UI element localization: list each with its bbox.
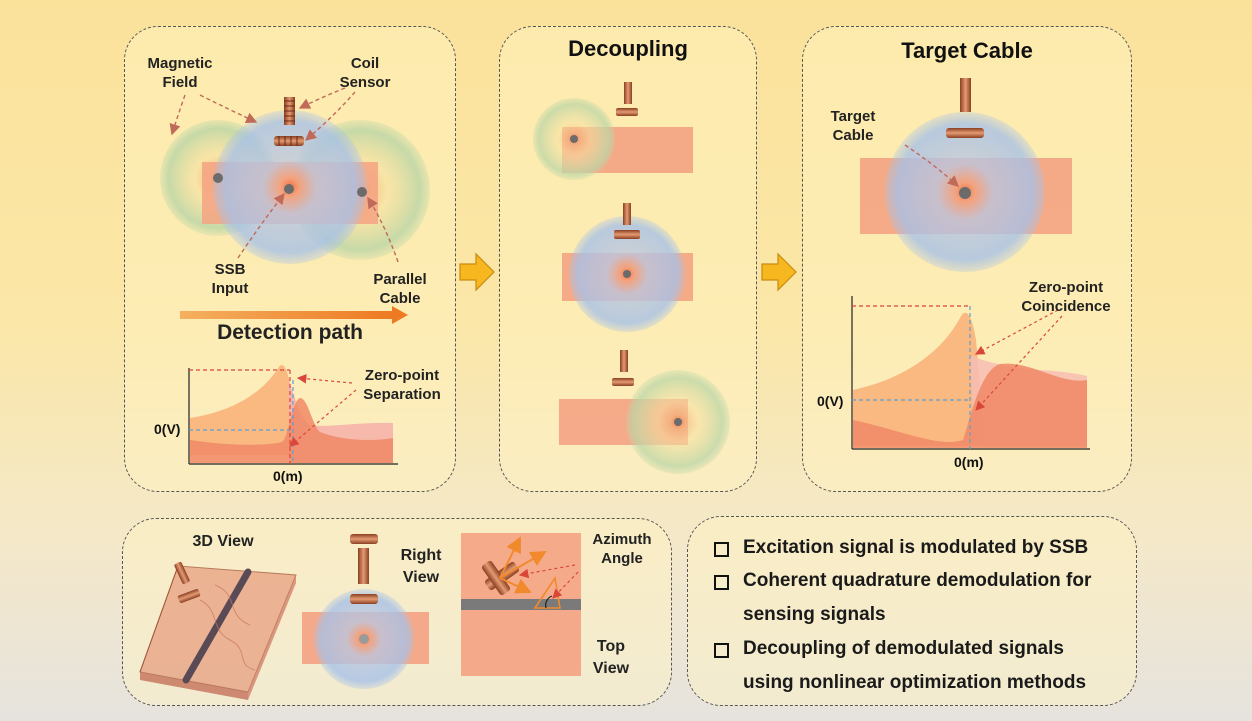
flow-arrow-1	[459, 252, 495, 292]
decoupling-title: Decoupling	[568, 36, 688, 61]
checkbox-icon	[714, 575, 729, 590]
coil-sensor-icon	[614, 203, 640, 239]
orange-signal-area	[190, 364, 306, 455]
coil-sensor-icon	[612, 350, 634, 386]
chart2-y-zero-label: 0(V)	[817, 393, 844, 409]
zero-point-coincidence-label: Zero-point Coincidence	[1021, 279, 1111, 315]
left-conductor	[213, 173, 223, 183]
3d-view-label: 3D View	[192, 533, 254, 550]
chart2-x-zero-label: 0(m)	[954, 454, 984, 470]
coincidence-chart	[851, 296, 1090, 450]
coil-sensor-icon	[946, 78, 984, 138]
top-view-label: Top View	[592, 638, 630, 677]
checkbox-icon	[714, 643, 729, 658]
top-view-diagram	[461, 533, 581, 676]
right-conductor	[357, 187, 367, 197]
coil-sensor-horizontal	[274, 136, 304, 146]
feature-text: Decoupling of demodulated signals using …	[743, 638, 1087, 693]
red-signal-area	[190, 398, 393, 463]
feature-text: Coherent quadrature demodulation for sen…	[743, 570, 1092, 625]
chart1-y-zero-label: 0(V)	[154, 421, 181, 437]
checkbox-icon	[714, 542, 729, 557]
detection-path-arrow-shaft	[180, 311, 394, 319]
detection-path-label: Detection path	[217, 321, 363, 344]
3d-cable-box	[139, 565, 297, 700]
red-signal-area	[853, 363, 1087, 448]
parallel-cable-label: Parallel Cable	[373, 271, 427, 307]
zero-point-separation-label: Zero-point Separation	[363, 367, 441, 403]
features-panel	[687, 516, 1137, 706]
ssb-input-label: SSB Input	[211, 261, 249, 297]
right-view-diagram	[302, 534, 429, 689]
separation-chart	[188, 364, 398, 465]
feature-item: Coherent quadrature demodulation for sen…	[714, 570, 1091, 632]
feature-item: Decoupling of demodulated signals using …	[714, 638, 1086, 700]
center-conductor	[284, 184, 294, 194]
right-view-label: Right View	[400, 547, 442, 586]
coil-sensor-icon	[616, 82, 638, 116]
feature-item: Excitation signal is modulated by SSB	[714, 537, 1088, 565]
target-conductor	[959, 187, 971, 199]
coil-sensor-vertical	[284, 97, 295, 125]
flow-arrow-2	[761, 252, 797, 292]
3d-coil-sensors	[174, 561, 201, 603]
chart1-x-zero-label: 0(m)	[273, 468, 303, 484]
azimuth-angle-label: Azimuth Angle	[592, 531, 652, 567]
feature-text: Excitation signal is modulated by SSB	[743, 537, 1089, 558]
orange-signal-area	[853, 312, 986, 446]
target-cable-label: Target Cable	[830, 108, 876, 144]
detection-path-arrow-head	[392, 306, 408, 324]
target-cable-title: Target Cable	[901, 38, 1033, 63]
magnetic-field-label: Magnetic Field	[147, 55, 213, 91]
coil-sensor-label: Coil Sensor	[339, 55, 391, 91]
